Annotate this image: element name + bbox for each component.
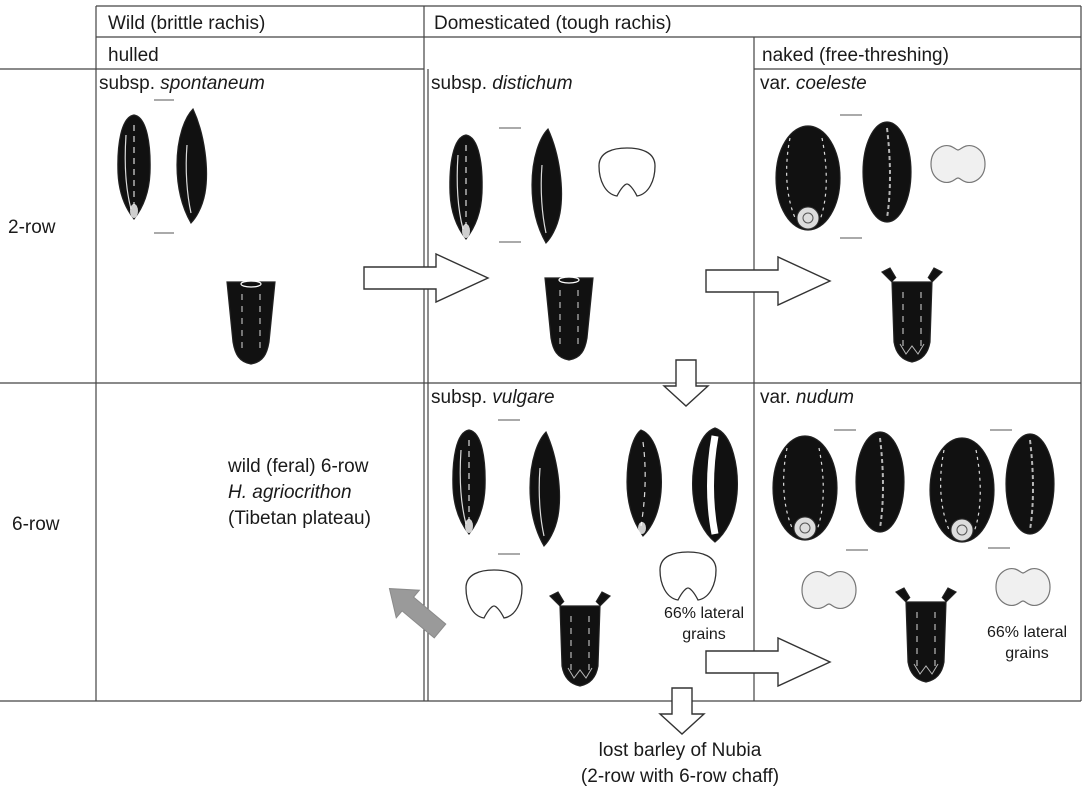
header-naked: naked (free-threshing)	[762, 45, 949, 66]
taxon-label-spontaneum: subsp. spontaneum	[99, 73, 265, 94]
coeleste-rachis	[882, 268, 942, 362]
taxon-label-nudum: var. nudum	[760, 387, 854, 408]
nubia-line-1: lost barley of Nubia	[599, 740, 762, 761]
nudum-grain-ventral	[773, 436, 837, 540]
nudum-lateral-note-line-1: 66% lateral	[987, 624, 1067, 641]
arrow-to-nubia	[660, 688, 704, 734]
row-label-6-row: 6-row	[12, 514, 60, 535]
spontaneum-rachis	[227, 281, 275, 364]
coeleste-grain-side	[863, 122, 911, 222]
header-wild: Wild (brittle rachis)	[108, 13, 265, 34]
vulgare-lateral-note-line-1: 66% lateral	[664, 605, 744, 622]
feral-line-3: (Tibetan plateau)	[228, 508, 371, 529]
nudum-lateral-grain	[930, 438, 994, 542]
spontaneum-illustrations	[118, 100, 275, 364]
nudum-cross-section	[802, 572, 856, 609]
spontaneum-grain-side	[177, 109, 207, 223]
taxon-label-coeleste: var. coeleste	[760, 73, 867, 94]
distichum-cross-section	[599, 148, 655, 196]
feral-line-2: H. agriocrithon	[228, 482, 352, 503]
distichum-grain-ventral	[450, 135, 482, 239]
distichum-illustrations	[450, 128, 655, 360]
header-domesticated: Domesticated (tough rachis)	[434, 13, 672, 34]
nudum-lateral-note-line-2: grains	[1005, 645, 1049, 662]
taxon-label-distichum: subsp. distichum	[431, 73, 573, 94]
vulgare-lateral-grain	[627, 430, 661, 536]
arrow-to-feral	[378, 575, 452, 645]
arrow-distichum-to-coeleste	[706, 257, 830, 305]
vulgare-grain-side	[530, 432, 560, 546]
vulgare-lateral-note-line-2: grains	[682, 626, 726, 643]
coeleste-illustrations	[776, 115, 985, 362]
vulgare-lateral-grain-open	[693, 428, 738, 542]
arrow-spontaneum-to-distichum	[364, 254, 488, 302]
coeleste-grain-ventral	[776, 126, 840, 230]
feral-line-1: wild (feral) 6-row	[227, 456, 369, 477]
vulgare-lateral-cross-section	[660, 552, 716, 600]
distichum-rachis	[545, 277, 593, 360]
coeleste-cross-section	[931, 146, 985, 183]
vulgare-rachis	[550, 592, 610, 686]
vulgare-illustrations	[453, 420, 738, 686]
taxon-label-vulgare: subsp. vulgare	[431, 387, 555, 408]
distichum-grain-side	[532, 129, 562, 243]
vulgare-grain-ventral	[453, 430, 485, 534]
row-label-2-row: 2-row	[8, 217, 56, 238]
nubia-line-2: (2-row with 6-row chaff)	[581, 766, 779, 787]
nudum-lateral-cross-section	[996, 569, 1050, 606]
vulgare-cross-section	[466, 570, 522, 618]
header-hulled: hulled	[108, 45, 159, 66]
nudum-rachis	[896, 588, 956, 682]
nudum-lateral-grain-side	[1006, 434, 1054, 534]
spontaneum-grain-ventral	[118, 115, 150, 219]
nudum-grain-side	[856, 432, 904, 532]
arrow-vulgare-to-nudum	[706, 638, 830, 686]
